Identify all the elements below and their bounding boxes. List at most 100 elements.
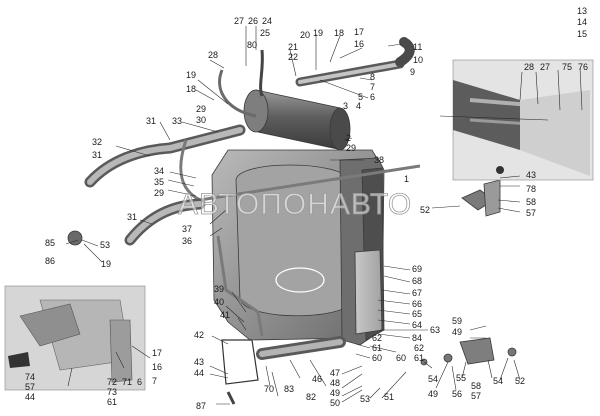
callout-19c: 19 xyxy=(101,259,111,269)
callout-1: 1 xyxy=(404,174,409,184)
callout-50: 50 xyxy=(330,398,340,408)
callout-19: 19 xyxy=(313,28,323,38)
callout-80: 80 xyxy=(247,40,257,50)
expansion-tank xyxy=(243,89,351,151)
callout-55: 55 xyxy=(456,373,466,383)
callout-31c: 31 xyxy=(127,212,137,222)
callout-62: 62 xyxy=(372,333,382,343)
callout-53b: 53 xyxy=(360,394,370,404)
callout-13: 13 xyxy=(577,6,587,16)
callout-31: 31 xyxy=(146,116,156,126)
callout-29c: 29 xyxy=(154,188,164,198)
callout-28b: 28 xyxy=(524,62,534,72)
callout-6: 6 xyxy=(370,92,375,102)
callout-75: 75 xyxy=(562,62,572,72)
callout-43b: 43 xyxy=(194,357,204,367)
inset-mount-detail xyxy=(4,285,146,391)
callout-61b: 61 xyxy=(414,353,424,363)
callout-41: 41 xyxy=(220,310,230,320)
callout-43: 43 xyxy=(526,170,536,180)
callout-25: 25 xyxy=(260,28,270,38)
callout-56: 56 xyxy=(452,389,462,399)
callout-71: 71 xyxy=(122,377,132,387)
callout-82: 82 xyxy=(306,392,316,402)
callout-85: 85 xyxy=(45,238,55,248)
callout-49c: 49 xyxy=(428,389,438,399)
small-parts xyxy=(67,179,517,405)
callout-78: 78 xyxy=(526,184,536,194)
callout-24: 24 xyxy=(262,16,272,26)
callout-42: 42 xyxy=(194,330,204,340)
callout-61: 61 xyxy=(372,343,382,353)
callout-11: 11 xyxy=(413,42,422,52)
callout-18: 18 xyxy=(334,28,344,38)
callout-54b: 54 xyxy=(493,376,503,386)
callout-61c: 61 xyxy=(107,397,117,407)
callout-58b: 58 xyxy=(471,381,481,391)
callout-29: 29 xyxy=(196,104,206,114)
callout-15: 15 xyxy=(577,29,587,39)
callout-47: 47 xyxy=(330,368,340,378)
callout-38: 38 xyxy=(374,155,384,165)
callout-27: 27 xyxy=(234,16,244,26)
callout-49: 49 xyxy=(330,388,340,398)
callout-31b: 31 xyxy=(92,150,102,160)
callout-65: 65 xyxy=(412,309,422,319)
callout-6b: 6 xyxy=(137,377,142,387)
callout-26: 26 xyxy=(248,16,258,26)
callout-66: 66 xyxy=(412,299,422,309)
callout-74: 74 xyxy=(25,372,35,382)
callout-63: 63 xyxy=(430,325,440,335)
callout-7: 7 xyxy=(370,82,375,92)
callout-3: 3 xyxy=(343,101,348,111)
callout-10: 10 xyxy=(413,55,423,65)
callout-87: 87 xyxy=(196,401,206,411)
callout-9: 9 xyxy=(410,67,415,77)
callout-73: 73 xyxy=(107,387,117,397)
callout-51: 51 xyxy=(384,392,394,402)
callout-7b: 7 xyxy=(152,376,157,386)
callout-8: 8 xyxy=(370,72,375,82)
callout-62b: 62 xyxy=(414,343,424,353)
callout-35: 35 xyxy=(154,177,164,187)
lower-hoses xyxy=(124,198,346,385)
callout-40: 40 xyxy=(214,297,224,307)
callout-39: 39 xyxy=(214,284,224,294)
callout-72: 72 xyxy=(107,377,117,387)
leader-lines xyxy=(65,26,583,405)
callout-53: 53 xyxy=(100,240,110,250)
callout-52b: 52 xyxy=(515,376,525,386)
callout-83: 83 xyxy=(284,384,294,394)
callout-30: 30 xyxy=(196,115,206,125)
callout-27b: 27 xyxy=(540,62,550,72)
callout-60: 60 xyxy=(372,353,382,363)
callout-28: 28 xyxy=(208,50,218,60)
callout-20: 20 xyxy=(300,30,310,40)
callout-numbers: 27 26 24 25 80 21 22 20 19 18 17 16 11 1… xyxy=(25,6,588,411)
callout-44: 44 xyxy=(194,368,204,378)
callout-49b: 49 xyxy=(452,327,462,337)
callout-4: 4 xyxy=(356,101,361,111)
callout-19b: 19 xyxy=(186,70,196,80)
inset-tank-detail xyxy=(452,59,594,181)
watermark-text: АВТОПОНАВТО xyxy=(178,188,412,221)
callout-86: 86 xyxy=(45,256,55,266)
callout-2: 2 xyxy=(346,133,351,143)
callout-17b: 17 xyxy=(152,348,162,358)
callout-68: 68 xyxy=(412,276,422,286)
callout-52: 52 xyxy=(420,205,430,215)
callout-18b: 18 xyxy=(186,84,196,94)
callout-76: 76 xyxy=(578,62,588,72)
callout-22: 22 xyxy=(288,52,298,62)
callout-16: 16 xyxy=(354,39,364,49)
callout-36: 36 xyxy=(182,236,192,246)
callout-21: 21 xyxy=(288,42,298,52)
callout-67: 67 xyxy=(412,288,422,298)
callout-34: 34 xyxy=(154,166,164,176)
callout-57b: 57 xyxy=(471,391,481,401)
callout-84: 84 xyxy=(412,333,422,343)
callout-69: 69 xyxy=(412,264,422,274)
callout-37: 37 xyxy=(182,224,192,234)
